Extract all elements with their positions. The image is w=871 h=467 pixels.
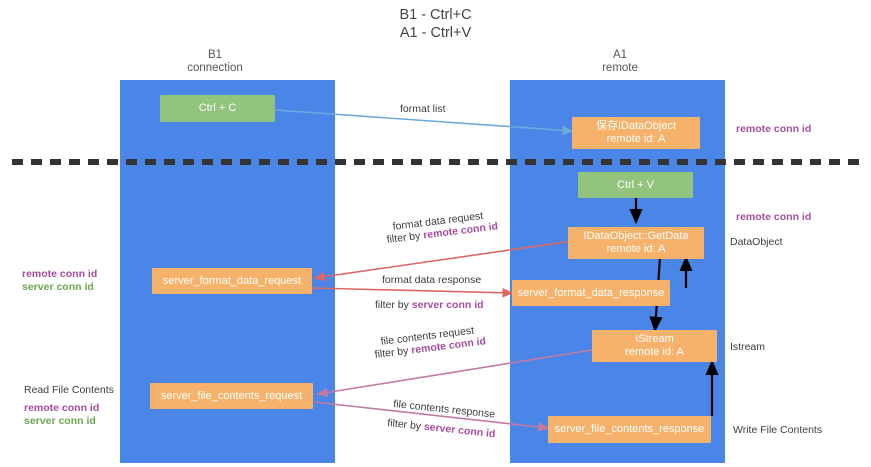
- edge-label-file-contents-response: file contents response: [392, 398, 496, 421]
- node-server-format-data-request-label: server_format_data_request: [162, 274, 302, 287]
- filter-server-2-prefix: filter by: [386, 417, 425, 433]
- node-server-file-contents-request-label: server_file_contents_request: [160, 389, 303, 402]
- filter-server-1-prefix: filter by: [375, 299, 412, 311]
- annotation-right-remote-conn-id-2: remote conn id: [736, 211, 812, 223]
- filter-server-2-keyword: server conn id: [423, 420, 496, 441]
- node-server-file-contents-response-label: server_file_contents_response: [554, 423, 705, 435]
- node-ctrl-v[interactable]: Ctrl + V: [578, 172, 693, 198]
- edge-label-filter-server-1: filter by server conn id: [375, 299, 484, 312]
- node-server-format-data-request[interactable]: server_format_data_request: [152, 268, 312, 294]
- column-header-b1: B1 connection: [155, 49, 275, 75]
- node-istream-line1: IStream: [635, 333, 674, 345]
- node-server-format-data-response[interactable]: server_format_data_response: [512, 280, 670, 306]
- node-server-format-data-response-label: server_format_data_response: [517, 286, 665, 299]
- arrow-format-data-response: [311, 287, 514, 298]
- node-server-file-contents-response[interactable]: server_file_contents_response: [548, 416, 711, 443]
- annotation-right-remote-conn-id-1: remote conn id: [736, 123, 812, 135]
- annotation-right-write-file-contents: Write File Contents: [733, 424, 823, 436]
- column-header-a1-sub: remote: [602, 62, 638, 74]
- column-header-a1-name: A1: [612, 49, 628, 61]
- node-ctrl-v-label: Ctrl + V: [617, 178, 654, 191]
- annotation-left-read-file-contents: Read File Contents: [24, 384, 114, 396]
- column-header-a1: A1 remote: [560, 49, 680, 75]
- edge-label-format-data-response: format data response: [382, 274, 482, 286]
- node-istream[interactable]: IStream remote id: A: [592, 330, 717, 362]
- node-getdata-line1: IDataObject::GetData: [583, 230, 689, 242]
- edge-label-format-list: format list: [400, 103, 446, 115]
- annotation-right-istream: Istream: [730, 341, 766, 353]
- title-line-2: A1 - Ctrl+V: [399, 25, 472, 41]
- node-save-idataobject-line1: 保存IDataObject: [595, 120, 677, 132]
- column-header-b1-name: B1: [207, 49, 223, 61]
- node-save-idataobject[interactable]: 保存IDataObject remote id: A: [572, 117, 700, 149]
- annotation-left-server-conn-id: server conn id: [22, 281, 94, 293]
- node-getdata-line2: remote id: A: [606, 243, 666, 255]
- node-ctrl-c[interactable]: Ctrl + C: [160, 95, 275, 122]
- node-ctrl-c-label: Ctrl + C: [198, 102, 237, 114]
- node-istream-line2: remote id: A: [625, 346, 684, 358]
- title-line-1: B1 - Ctrl+C: [399, 7, 472, 23]
- node-idataobject-getdata[interactable]: IDataObject::GetData remote id: A: [568, 227, 704, 259]
- annotation-right-dataobject: DataObject: [730, 236, 783, 248]
- annotation-left-remote-conn-id-2: remote conn id: [24, 402, 100, 414]
- filter-remote-1-prefix: filter by: [386, 229, 424, 246]
- filter-server-1-keyword: server conn id: [411, 299, 484, 311]
- filter-remote-2-prefix: filter by: [374, 344, 412, 361]
- node-server-file-contents-request[interactable]: server_file_contents_request: [150, 383, 313, 409]
- page-title: B1 - Ctrl+C A1 - Ctrl+V: [0, 6, 871, 42]
- annotation-left-remote-conn-id: remote conn id: [22, 268, 98, 280]
- column-header-b1-sub: connection: [187, 62, 243, 74]
- annotation-left-server-conn-id-2: server conn id: [24, 415, 96, 427]
- edge-label-filter-server-2: filter by server conn id: [387, 417, 496, 441]
- node-save-idataobject-line2: remote id: A: [606, 133, 666, 145]
